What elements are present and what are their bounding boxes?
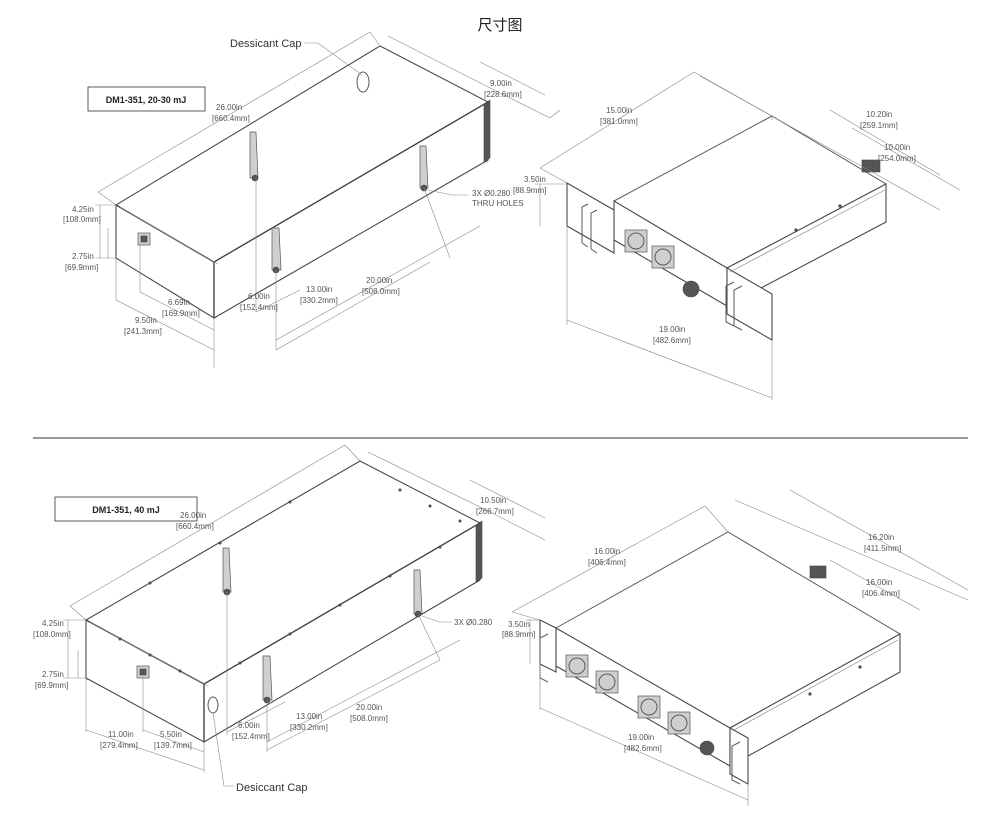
top-head-dimensions — [95, 31, 561, 368]
model-label-box — [54, 496, 198, 522]
holes-note: 3X Ø0.280 — [472, 189, 511, 198]
dim-hole-b-mm: [330.2mm] — [290, 723, 328, 732]
rack-depth-mm: [381.0mm] — [600, 117, 638, 126]
dim-hole-a-mm: [152.4mm] — [240, 303, 278, 312]
dim-front-b: 9.50in — [135, 316, 157, 325]
rack-depth: 16.00in — [594, 547, 620, 556]
mount-fin-icon — [419, 145, 429, 189]
dim-lower-height-mm: [69.9mm] — [35, 681, 68, 690]
holes-note-2: THRU HOLES — [472, 199, 524, 208]
dim-length-mm: [660.4mm] — [212, 114, 250, 123]
bottom-rack-unit — [539, 531, 902, 785]
rack-height-mm: [88.9mm] — [513, 186, 546, 195]
top-rack-unit — [566, 115, 888, 341]
rack-width-mm: [482.6mm] — [624, 744, 662, 753]
dim-length-mm: [660.4mm] — [176, 522, 214, 531]
dim-height-mm: [108.0mm] — [33, 630, 71, 639]
dim-length: 26.00in — [216, 103, 242, 112]
dim-hole-c: 20.00in — [356, 703, 382, 712]
top-laser-head — [114, 45, 491, 319]
dim-hole-b: 13.00in — [296, 712, 322, 721]
desiccant-cap-label: Dessicant Cap — [230, 38, 302, 50]
rack-depth: 15.00in — [606, 106, 632, 115]
dim-depth: 10.50in — [480, 496, 506, 505]
rack-side-a-mm: [411.5mm] — [864, 544, 901, 553]
dim-hole-c: 20.00in — [366, 276, 392, 285]
dim-hole-a: 6.00in — [248, 292, 270, 301]
rack-side-a: 10.20in — [866, 110, 892, 119]
rack-side-a-mm: [259.1mm] — [860, 121, 898, 130]
model-label: DM1-351, 40 mJ — [92, 505, 160, 515]
dim-hole-c-mm: [508.0mm] — [350, 714, 388, 723]
mount-fin-icon — [262, 655, 273, 701]
knob-icon — [682, 280, 700, 298]
dim-front-b: 5.50in — [160, 730, 182, 739]
rack-side-b: 16.00in — [866, 578, 892, 587]
rack-depth-mm: [406.4mm] — [588, 558, 626, 567]
dim-hole-b: 13.00in — [306, 285, 332, 294]
rack-side-b: 10.00in — [884, 143, 910, 152]
dim-front-a-mm: [169.9mm] — [162, 309, 200, 318]
dim-hole-a-mm: [152.4mm] — [232, 732, 270, 741]
dim-height-mm: [108.0mm] — [63, 215, 101, 224]
model-label-box — [87, 86, 206, 112]
dim-depth: 9.00in — [490, 79, 512, 88]
bottom-laser-head — [84, 460, 483, 743]
dim-front-b-mm: [241.3mm] — [124, 327, 162, 336]
dim-height: 4.25in — [42, 619, 64, 628]
dim-hole-b-mm: [330.2mm] — [300, 296, 338, 305]
dim-front-a: 11.00in — [108, 730, 134, 739]
rack-side-b-mm: [406.4mm] — [862, 589, 900, 598]
bottom-head-dimensions — [63, 444, 546, 787]
model-label: DM1-351, 20-30 mJ — [106, 95, 187, 105]
dim-depth-mm: [228.6mm] — [484, 90, 522, 99]
top-rack-dimensions — [535, 71, 961, 400]
desiccant-cap-icon — [356, 71, 370, 93]
dim-hole-a: 6.00in — [238, 721, 260, 730]
rack-height: 3.50in — [524, 175, 546, 184]
dim-lower-height-mm: [69.9mm] — [65, 263, 98, 272]
rack-side-a: 16.20in — [868, 533, 894, 542]
dim-front-a-mm: [279.4mm] — [100, 741, 138, 750]
dim-hole-c-mm: [508.0mm] — [362, 287, 400, 296]
dim-front-b-mm: [139.7mm] — [154, 741, 192, 750]
rack-height-mm: [88.9mm] — [502, 630, 535, 639]
knob-icon — [699, 740, 715, 756]
desiccant-cap-label: Desiccant Cap — [236, 782, 308, 794]
holes-note: 3X Ø0.280 — [454, 618, 493, 627]
rack-width: 19.00in — [659, 325, 685, 334]
bottom-rack-dimensions — [511, 489, 969, 806]
rack-height: 3.50in — [508, 620, 530, 629]
dim-length: 26.00in — [180, 511, 206, 520]
rear-connector-icon — [809, 565, 827, 579]
mount-fin-icon — [222, 547, 232, 593]
dim-front-a: 6.69in — [168, 298, 190, 307]
dim-depth-mm: [266.7mm] — [476, 507, 514, 516]
mount-fin-icon — [271, 227, 282, 271]
dim-lower-height: 2.75in — [72, 252, 94, 261]
rack-side-b-mm: [254.0mm] — [878, 154, 916, 163]
page-title: 尺寸图 — [477, 16, 522, 34]
rack-width-mm: [482.6mm] — [653, 336, 691, 345]
rack-width: 19.00in — [628, 733, 654, 742]
mount-fin-icon — [413, 569, 423, 615]
dim-lower-height: 2.75in — [42, 670, 64, 679]
dim-height: 4.25in — [72, 205, 94, 214]
